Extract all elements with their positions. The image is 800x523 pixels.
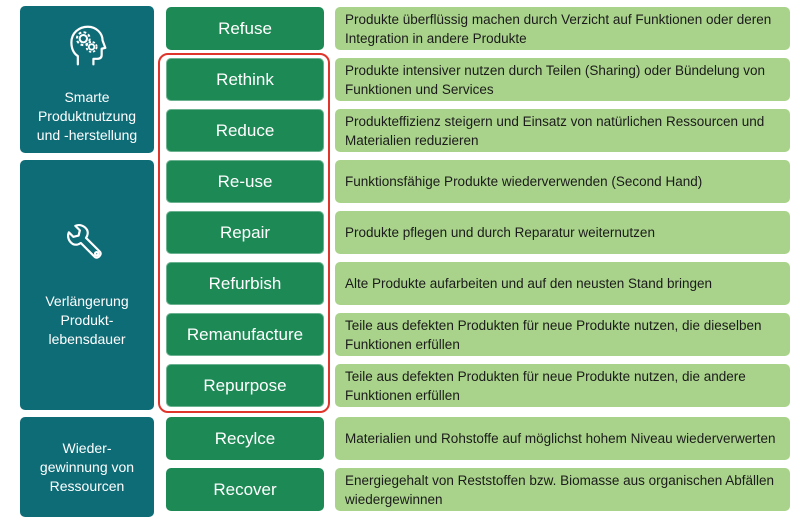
description-refuse: Produkte überflüssig machen durch Verzic… (335, 7, 790, 50)
description-recover: Energiegehalt von Reststoffen bzw. Bioma… (335, 468, 790, 511)
strategy-repair: Repair (166, 211, 324, 254)
head-gears-icon (70, 25, 107, 66)
description-repurpose: Teile aus defekten Produkten für neue Pr… (335, 364, 790, 407)
strategy-rethink: Rethink (166, 58, 324, 101)
description-rethink: Produkte intensiver nutzen durch Teilen … (335, 58, 790, 101)
category-smart-production: Smarte Produktnutzung und -herstellung (20, 6, 154, 153)
category-label: Wieder- gewinnung von Ressourcen (39, 439, 135, 494)
strategy-remanufacture: Remanufacture (166, 313, 324, 356)
category-label: Verlängerung Produkt- lebensdauer (45, 292, 129, 347)
category-label: Smarte Produktnutzung und -herstellung (36, 89, 138, 143)
strategy-recover: Recover (166, 468, 324, 511)
strategy-refurbish: Refurbish (166, 262, 324, 305)
description-remanufacture: Teile aus defekten Produkten für neue Pr… (335, 313, 790, 356)
category-resource-recovery: Wieder- gewinnung von Ressourcen (20, 417, 154, 517)
wrench-icon (66, 223, 102, 259)
strategy-recycle: Recylce (166, 417, 324, 460)
strategy-re-use: Re-use (166, 160, 324, 203)
description-repair: Produkte pflegen und durch Reparatur wei… (335, 211, 790, 254)
strategy-repurpose: Repurpose (166, 364, 324, 407)
description-reduce: Produkteffizienz steigern und Einsatz vo… (335, 109, 790, 152)
description-re-use: Funktionsfähige Produkte wiederverwenden… (335, 160, 790, 203)
strategy-refuse: Refuse (166, 7, 324, 50)
description-recycle: Materialien und Rohstoffe auf möglichst … (335, 417, 790, 460)
strategy-reduce: Reduce (166, 109, 324, 152)
category-extend-lifetime: Verlängerung Produkt- lebensdauer (20, 160, 154, 410)
description-refurbish: Alte Produkte aufarbeiten und auf den ne… (335, 262, 790, 305)
